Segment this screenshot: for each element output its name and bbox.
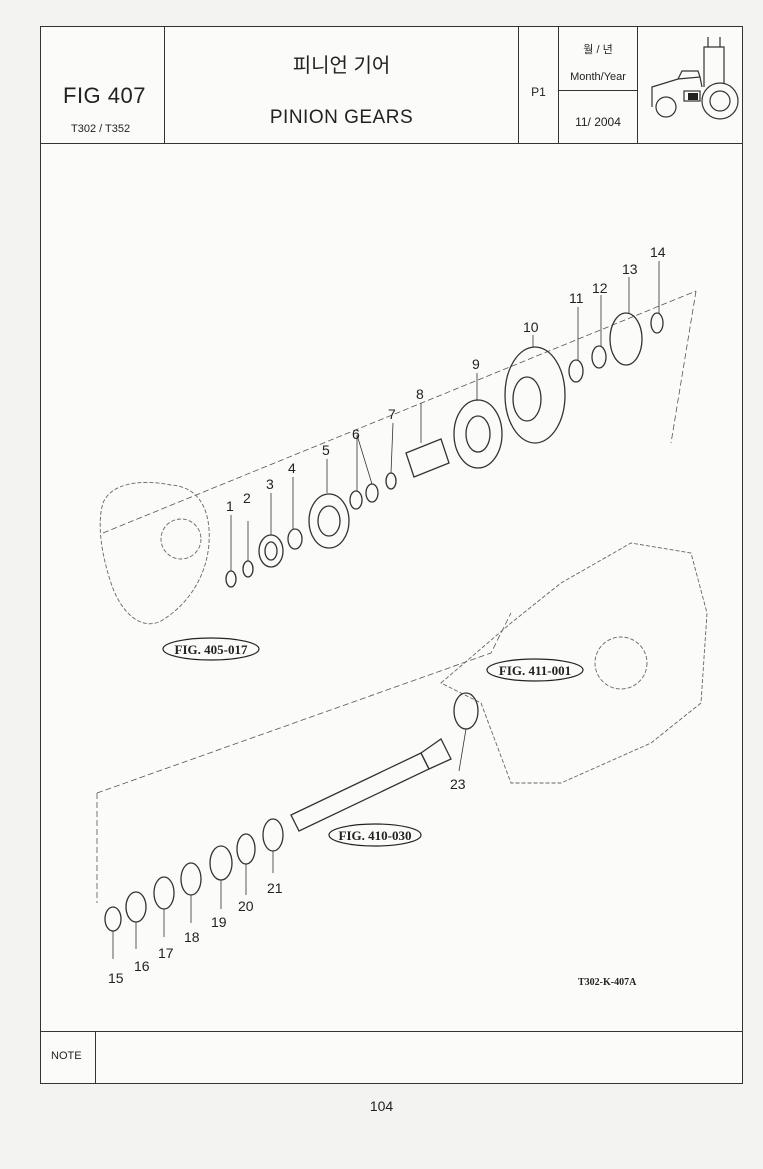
part-7-washer <box>385 472 397 490</box>
month-year-korean: 월 / 년 <box>583 44 613 56</box>
label-part-4: 4 <box>288 460 296 476</box>
label-part-3: 3 <box>266 476 274 492</box>
pinion-head <box>420 738 452 770</box>
label-part-16: 16 <box>134 958 150 974</box>
part-6-needle-b <box>365 483 379 503</box>
label-part-5: 5 <box>322 442 330 458</box>
part-18-shim <box>180 862 202 896</box>
part-13-gear <box>609 312 643 366</box>
part-19-bearing <box>209 845 233 881</box>
part-17-ring <box>153 876 175 910</box>
page-label: P1 <box>531 85 546 99</box>
figref-410-030-oval[interactable] <box>328 823 422 847</box>
housing-right-bore <box>594 636 648 690</box>
header-table: FIG 407 T302 / T352 피니언 기어 PINION GEARS … <box>41 27 742 144</box>
label-part-12: 12 <box>592 280 608 296</box>
label-part-11: 11 <box>569 290 584 306</box>
label-part-8: 8 <box>416 386 424 402</box>
upper-axis-line <box>102 290 697 534</box>
part-23-seal <box>453 692 479 730</box>
label-part-10: 10 <box>523 319 539 335</box>
part-12-washer <box>591 345 607 369</box>
housing-left <box>99 482 210 625</box>
part-8-sleeve <box>405 438 450 478</box>
part-4-washer <box>287 528 303 550</box>
part-11-needle <box>568 359 584 383</box>
date-cell: 월 / 년 Month/Year 11/ 2004 <box>559 27 638 143</box>
part-3-bearing <box>258 534 284 568</box>
leader-lines <box>112 261 660 959</box>
fig-cell: FIG 407 T302 / T352 <box>41 27 165 143</box>
pinion-shaft <box>290 752 430 832</box>
tractor-icon <box>651 37 739 120</box>
label-part-6: 6 <box>352 426 360 442</box>
part-16-washer <box>125 891 147 923</box>
figref-411-001-oval[interactable] <box>486 658 584 682</box>
upper-guide-line <box>670 290 697 444</box>
part-5-gear-hub <box>317 505 341 537</box>
label-part-15: 15 <box>108 970 124 986</box>
housing-right <box>440 542 708 784</box>
label-part-17: 17 <box>158 945 174 961</box>
month-year-english: Month/Year <box>570 71 626 83</box>
label-part-14: 14 <box>650 244 666 260</box>
part-10-gear-hub <box>512 376 542 422</box>
page-frame: FIG 407 T302 / T352 피니언 기어 PINION GEARS … <box>40 26 743 1084</box>
note-row: NOTE <box>41 1031 742 1084</box>
part-number-labels: 1 2 3 4 5 6 7 8 9 10 11 12 13 14 15 16 1… <box>108 244 666 986</box>
part-9-gear-hub <box>465 415 491 453</box>
title-korean: 피니언 기어 <box>292 55 391 77</box>
label-part-13: 13 <box>622 261 638 277</box>
date-value: 11/ 2004 <box>575 115 621 129</box>
part-20-spacer <box>236 833 256 865</box>
lower-guide-line <box>96 612 512 794</box>
figref-410-030[interactable]: FIG. 410-030 <box>339 828 412 843</box>
title-english: PINION GEARS <box>269 107 414 128</box>
label-part-23: 23 <box>450 776 466 792</box>
label-part-19: 19 <box>211 914 227 930</box>
page-cell: P1 <box>519 27 559 143</box>
label-part-2: 2 <box>243 490 251 506</box>
label-part-18: 18 <box>184 929 200 945</box>
label-part-1: 1 <box>226 498 234 514</box>
label-part-21: 21 <box>267 880 283 896</box>
housing-left-bore <box>160 518 202 560</box>
part-1-circlip <box>225 570 237 588</box>
label-part-7: 7 <box>388 406 396 422</box>
model-list: T302 / T352 <box>71 123 131 135</box>
figref-411-001[interactable]: FIG. 411-001 <box>499 663 571 678</box>
date-divider <box>559 90 637 91</box>
title-cell: 피니언 기어 PINION GEARS <box>165 27 519 143</box>
part-15-nut <box>104 906 122 932</box>
figref-405-017-oval[interactable] <box>162 637 260 661</box>
fig-number: FIG 407 <box>63 83 146 108</box>
figref-405-017[interactable]: FIG. 405-017 <box>175 642 248 657</box>
part-9-gear <box>453 399 503 469</box>
part-14-circlip <box>650 312 664 334</box>
vehicle-cell <box>638 27 744 143</box>
part-2-washer <box>242 560 254 578</box>
label-part-20: 20 <box>238 898 254 914</box>
page-number: 104 <box>369 1098 394 1114</box>
note-label: NOTE <box>41 1032 96 1084</box>
part-10-gear <box>504 346 566 444</box>
drawing-code: T302-K-407A <box>578 977 637 988</box>
part-5-gear <box>308 493 350 549</box>
label-part-9: 9 <box>472 356 480 372</box>
part-21-bearing <box>262 818 284 852</box>
part-3-bearing-inner <box>264 541 278 561</box>
exploded-view-diagram: 1 2 3 4 5 6 7 8 9 10 11 12 13 14 15 16 1… <box>96 244 708 988</box>
part-6-needle-a <box>349 490 363 510</box>
